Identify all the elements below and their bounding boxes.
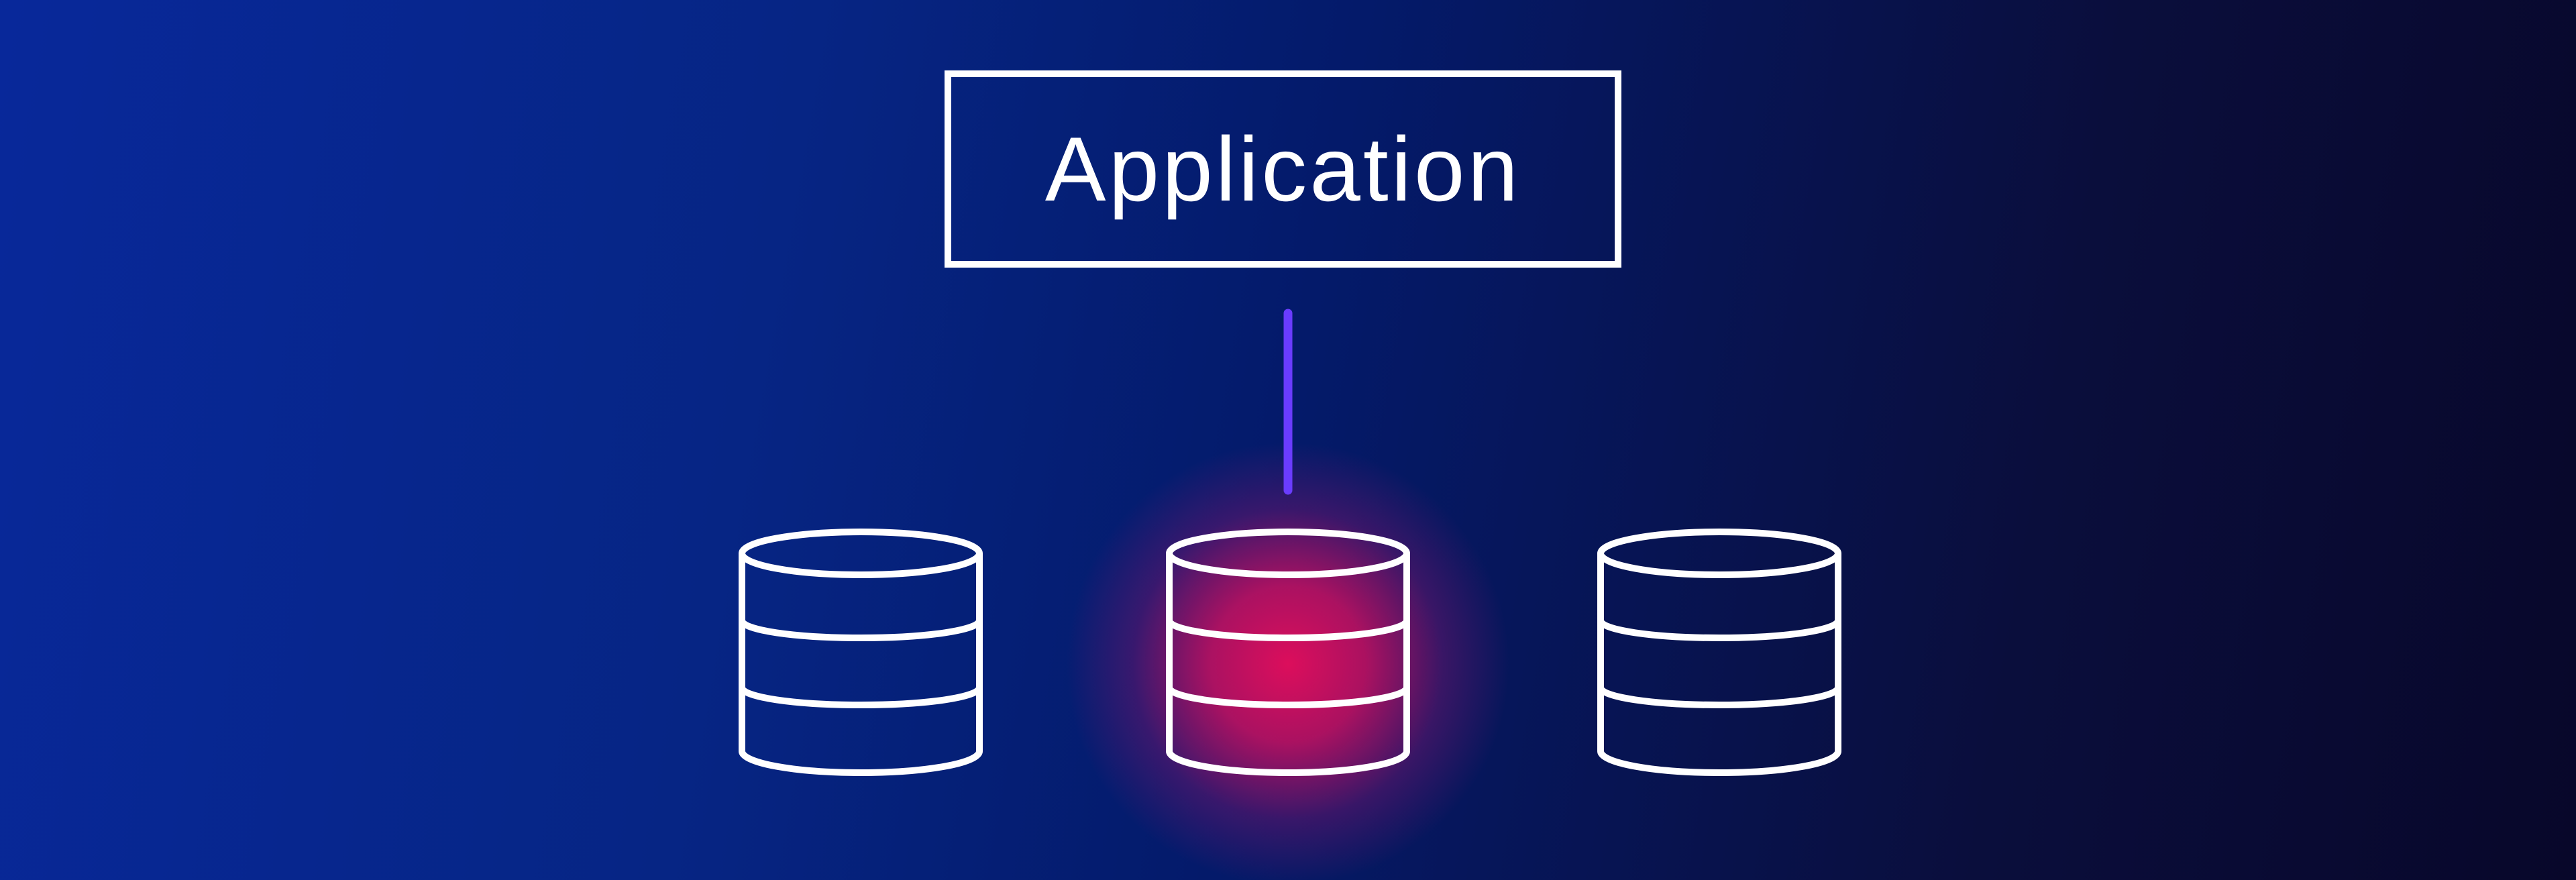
cylinder-band-1 (739, 619, 983, 641)
cylinder-bottom (1166, 751, 1410, 776)
cylinder-top (739, 529, 983, 578)
cylinder-top (1166, 529, 1410, 578)
cylinder-bottom (739, 751, 983, 776)
cylinder-bottom (1597, 751, 1841, 776)
database-left-icon (739, 529, 983, 776)
cylinder-band-2 (1597, 686, 1841, 708)
cylinder-band-2 (739, 686, 983, 708)
database-center-icon (1166, 529, 1410, 776)
cylinder-band-1 (1166, 619, 1410, 641)
application-box: Application (945, 70, 1621, 268)
cylinder-top (1597, 529, 1841, 578)
application-label: Application (1044, 118, 1521, 220)
cylinder-band-1 (1597, 619, 1841, 641)
cylinder-band-2 (1166, 686, 1410, 708)
database-right-icon (1597, 529, 1841, 776)
